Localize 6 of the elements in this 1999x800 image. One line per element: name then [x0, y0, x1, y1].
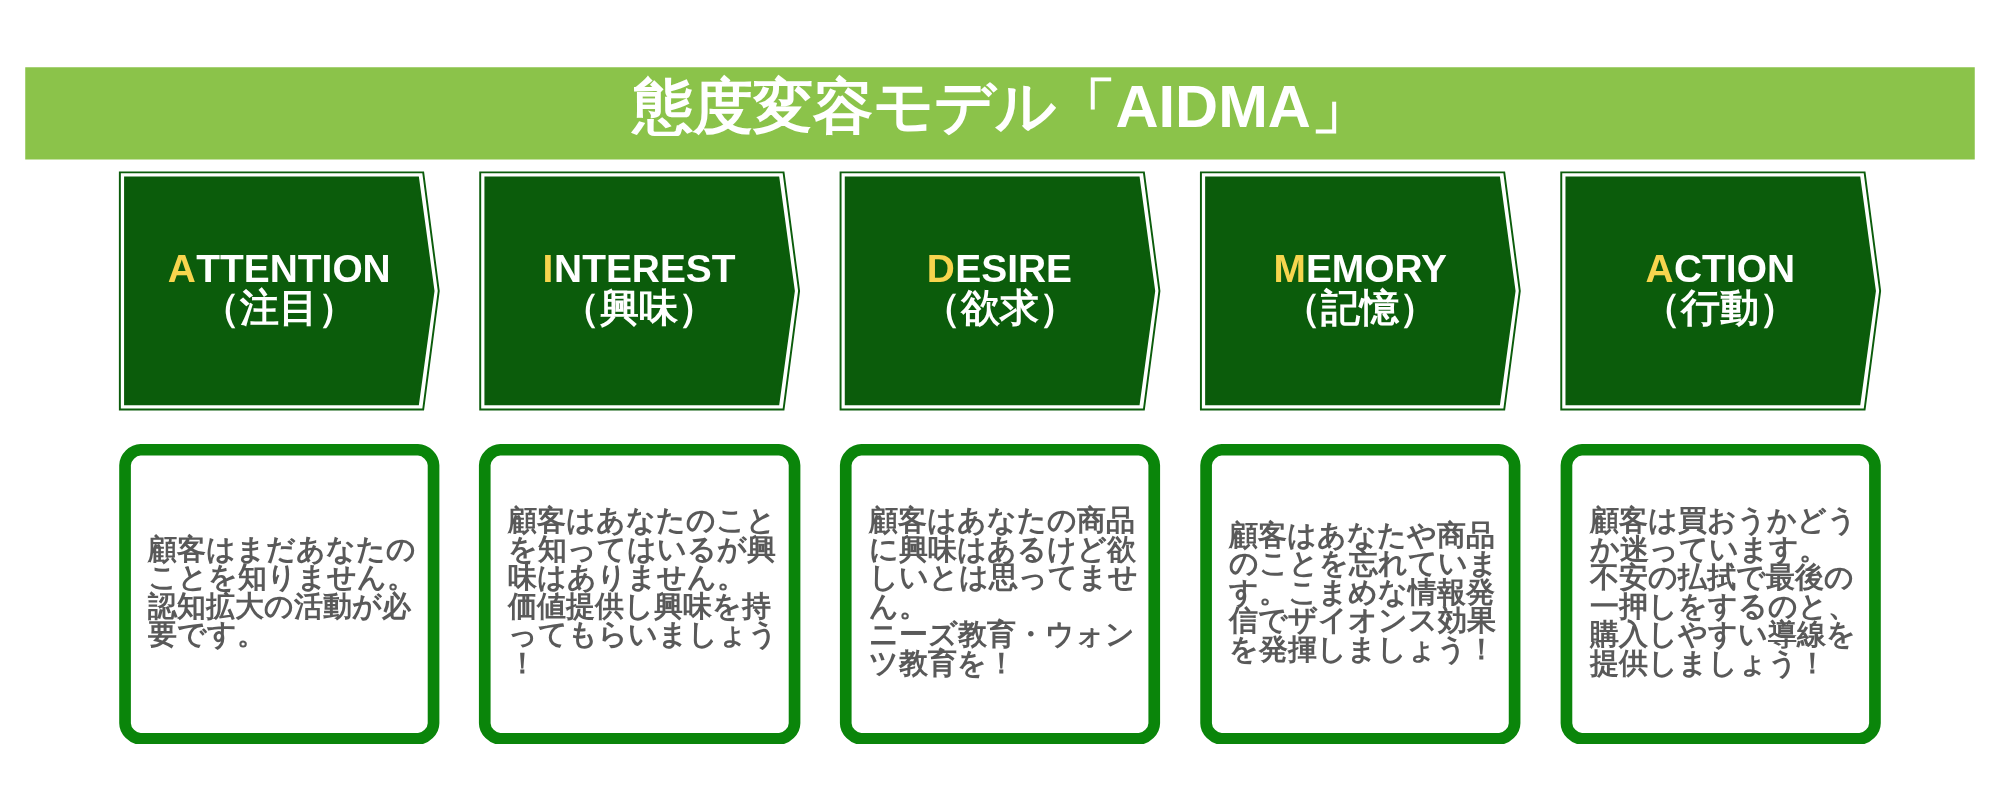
diagram-title: 態度変容モデル「AIDMA」 [632, 72, 1371, 140]
node-box: 顧客はあなたの商品に興味はあるけど欲しいとは思ってません。 ニーズ教育・ウォンツ教育を！ [839, 443, 1160, 744]
node-box: 顧客はあなたや商品のことを忘れています。こまめな情報発信でザイオンス効果を発揮しましょう！ [1199, 443, 1520, 744]
node-box: 顧客はあなたのことを知ってはいるが興味はありません。 価値提供し興味を持ってもらいましょう！ [478, 443, 800, 744]
node-box: 顧客は買おうかどうか迷っています。 不安の払拭で最後の一押しをするのと、購入しやすい導線を提供しましょう！ [1560, 443, 1881, 744]
node-box: 顧客はまだあなたのことを知りません。 認知拡大の活動が必要です。 [118, 443, 439, 744]
